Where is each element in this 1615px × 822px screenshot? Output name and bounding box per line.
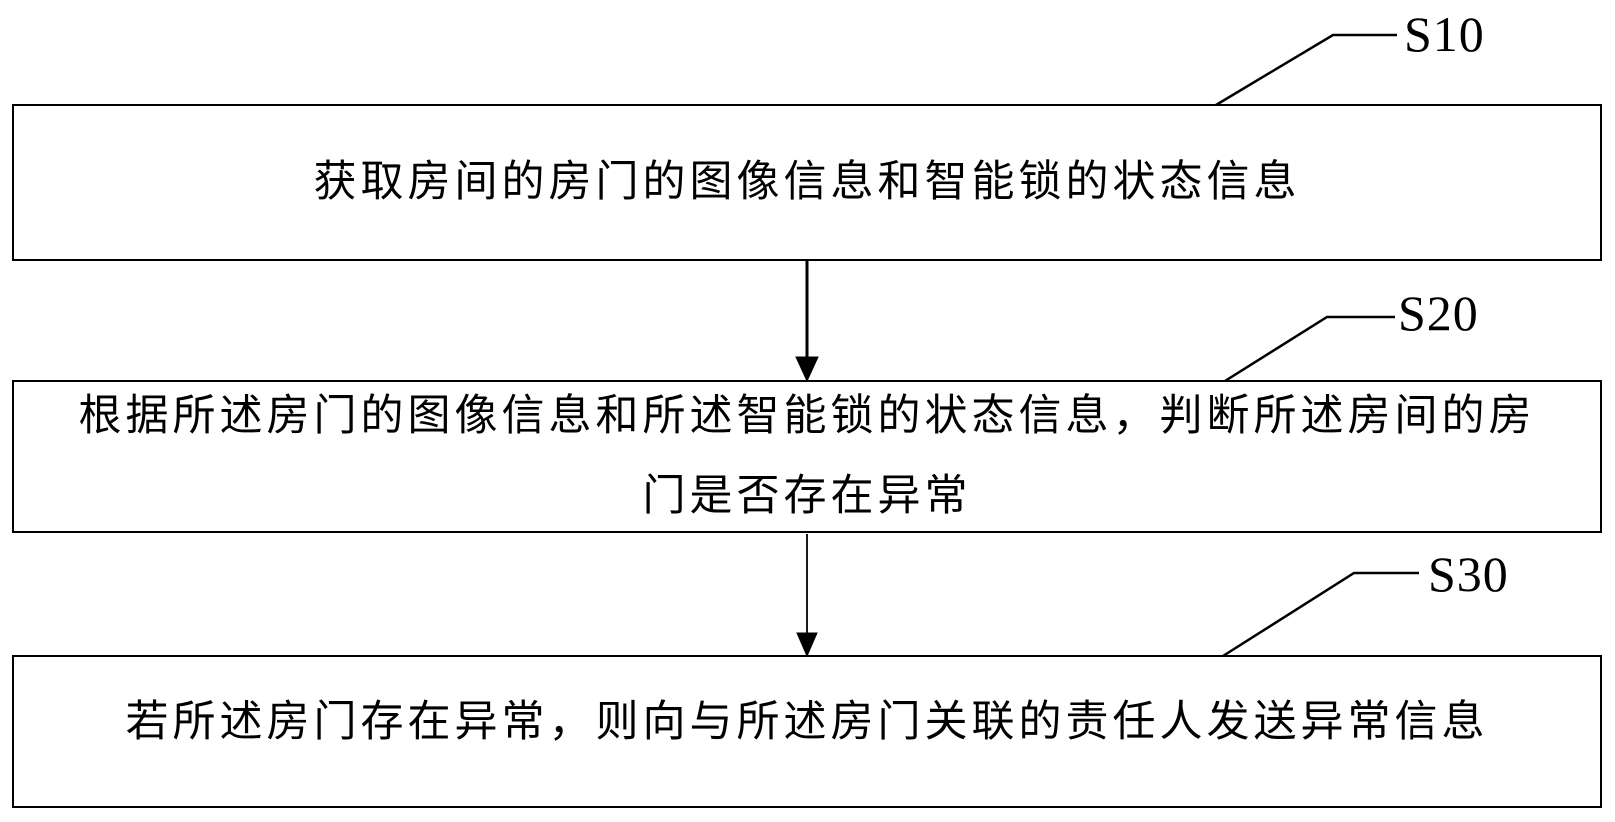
- s20-leader-line: [1224, 315, 1395, 383]
- step-label-s20: S20: [1398, 285, 1479, 341]
- step-label-s10: S10: [1404, 6, 1485, 62]
- arrow-s10-to-s20: [795, 261, 819, 383]
- s10-leader-line: [1215, 33, 1397, 107]
- arrow-s20-to-s30: [796, 534, 818, 658]
- step-s30-text: 若所述房门存在异常，则向与所述房门关联的责任人发送异常信息: [125, 698, 1489, 746]
- step-s20-text-line2: 门是否存在异常: [642, 472, 972, 520]
- step-box-s10: 获取房间的房门的图像信息和智能锁的状态信息: [12, 104, 1602, 261]
- step-box-s20: 根据所述房门的图像信息和所述智能锁的状态信息，判断所述房间的房 门是否存在异常: [12, 380, 1602, 533]
- step-s20-text-line1: 根据所述房门的图像信息和所述智能锁的状态信息，判断所述房间的房: [78, 392, 1536, 440]
- step-label-s30: S30: [1428, 546, 1509, 602]
- s30-leader-line: [1222, 571, 1419, 658]
- step-s10-text: 获取房间的房门的图像信息和智能锁的状态信息: [313, 158, 1301, 206]
- step-box-s30: 若所述房门存在异常，则向与所述房门关联的责任人发送异常信息: [12, 655, 1602, 808]
